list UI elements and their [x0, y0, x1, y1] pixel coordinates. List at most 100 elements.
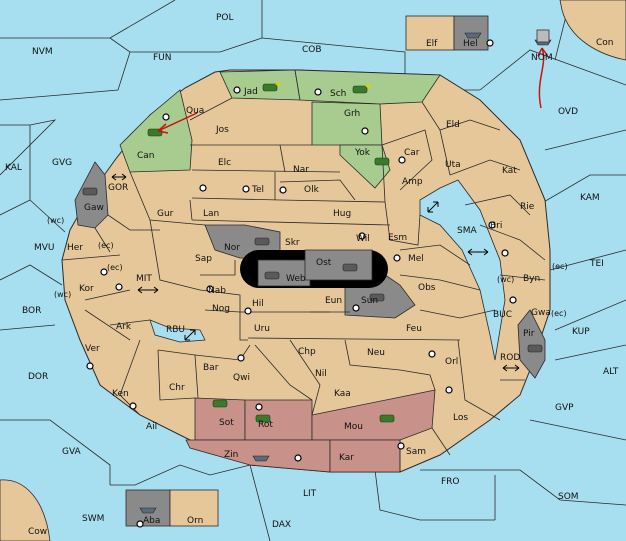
land-label-web: Web — [286, 274, 306, 284]
land-label-amp: Amp — [402, 177, 423, 187]
inner-bay — [419, 179, 506, 361]
land-label-ark: Ark — [116, 322, 132, 332]
land-label-jos: Jos — [215, 125, 229, 135]
land-label-nab: Nab — [208, 286, 226, 296]
coast-label-byn-ec: (ec) — [552, 262, 568, 271]
star-icon: ✦ — [364, 82, 372, 93]
land-label-nor: Nor — [224, 243, 240, 253]
sea-label-cob: COB — [302, 45, 322, 55]
land-borders — [61, 97, 546, 472]
sea-label-kup: KUP — [572, 327, 590, 337]
province-mou[interactable] — [311, 389, 436, 441]
units: ✦ ✦ — [82, 29, 552, 514]
province-yok[interactable] — [339, 144, 391, 189]
land-label-rot: Rot — [258, 420, 273, 430]
land-label-elf: Elf — [426, 39, 438, 49]
land-label-yok: Yok — [354, 148, 371, 158]
land-label-sch: Sch — [330, 89, 346, 99]
land-label-sot: Sot — [219, 418, 234, 428]
supply-centres — [86, 39, 517, 528]
coast-label-byn-wc: (wc) — [497, 275, 514, 284]
land-label-olk: Olk — [304, 185, 320, 195]
province-elf[interactable] — [405, 15, 455, 51]
land-label-orn: Orn — [187, 516, 203, 526]
land-label-eun: Eun — [325, 296, 342, 306]
province-web[interactable] — [257, 259, 311, 287]
land-label-gaw: Gaw — [84, 203, 104, 213]
coast-label-gwa-ec: (ec) — [551, 309, 567, 318]
coast-labels: (wc) (ec) (ec) (wc) (ec) (wc) (ec) — [47, 216, 568, 318]
land-label-byn: Byn — [523, 274, 540, 284]
land-label-aba: Aba — [143, 516, 160, 526]
land-label-jad: Jad — [243, 87, 258, 97]
land-label-sun: Sun — [361, 296, 378, 306]
sea-label-gvg: GVG — [52, 158, 72, 168]
province-jad[interactable] — [219, 69, 301, 101]
province-ost[interactable] — [304, 249, 373, 281]
sea-label-swm: SWM — [82, 514, 104, 524]
land-label-elc: Elc — [218, 158, 231, 168]
land-label-kor: Kor — [79, 284, 94, 294]
coast-label-her-wc: (wc) — [47, 216, 64, 225]
sea-label-dor: DOR — [28, 372, 48, 382]
land-label-uta: Uta — [445, 160, 461, 170]
sea-label-ovd: OVD — [558, 107, 578, 117]
land-label-her: Her — [67, 243, 83, 253]
land-label-kaa: Kaa — [334, 389, 351, 399]
sea-label-cow: Cow — [28, 527, 47, 537]
land-label-chr: Chr — [169, 383, 185, 393]
land-label-bri: Bri — [490, 221, 502, 231]
land-label-nil: Nil — [315, 369, 327, 379]
land-label-lan: Lan — [203, 209, 219, 219]
land-label-zin: Zin — [224, 450, 238, 460]
land-label-gur: Gur — [157, 209, 174, 219]
sea-label-sma: SMA — [457, 226, 477, 236]
sea-label-tei: TEI — [589, 259, 604, 269]
army-icon — [212, 399, 395, 423]
province-sch[interactable] — [294, 69, 441, 105]
star-icon: ✦ — [274, 80, 282, 91]
province-rot[interactable] — [244, 399, 313, 441]
land-label-uru: Uru — [254, 324, 270, 334]
land-label-qwi: Qwi — [233, 373, 250, 383]
sea-label-kal: KAL — [5, 163, 22, 173]
sea-label-mit: MIT — [136, 274, 152, 284]
sea-label-buc: BUC — [493, 310, 512, 320]
land-label-car: Car — [404, 148, 420, 158]
sea-label-fun: FUN — [153, 53, 172, 63]
land-label-hug: Hug — [333, 209, 351, 219]
land-label-orl: Orl — [445, 357, 458, 367]
sea-labels: POL NVM FUN COB Con NOM OVD KAL GVG GOR … — [5, 13, 619, 537]
sea-label-bor: BOR — [22, 306, 41, 316]
land-label-kar: Kar — [339, 453, 354, 463]
land-label-nog: Nog — [212, 304, 230, 314]
sea-label-gva: GVA — [62, 447, 82, 457]
land-label-wil: Wil — [356, 234, 370, 244]
sea-label-dax: DAX — [272, 520, 291, 530]
land-label-ail: Ail — [146, 422, 157, 432]
province-orn[interactable] — [169, 489, 219, 527]
land-label-skr: Skr — [285, 238, 300, 248]
land-label-neu: Neu — [367, 348, 385, 358]
sea-label-nom: NOM — [531, 53, 553, 63]
sea-label-mvu: MVU — [34, 243, 55, 253]
land-label-kat: Kat — [502, 166, 517, 176]
nom-token — [536, 29, 550, 43]
land-label-ost: Ost — [316, 258, 332, 268]
land-label-ver: Ver — [85, 344, 100, 354]
land-label-hel: Hel — [463, 39, 478, 49]
move-arrows — [157, 47, 548, 134]
province-pir[interactable] — [517, 309, 546, 379]
land-label-tel: Tel — [251, 185, 264, 195]
land-label-mel: Mel — [408, 254, 424, 264]
sea-label-kam: KAM — [580, 193, 600, 203]
land-label-ken: Ken — [112, 389, 129, 399]
land-label-los: Los — [453, 413, 468, 423]
sea-label-som: SOM — [558, 492, 579, 502]
land-label-bar: Bar — [203, 363, 219, 373]
land-label-pir: Pir — [523, 329, 535, 339]
sea-label-lit: LIT — [303, 489, 317, 499]
land-label-feu: Feu — [406, 324, 422, 334]
sea-label-alt: ALT — [603, 367, 619, 377]
